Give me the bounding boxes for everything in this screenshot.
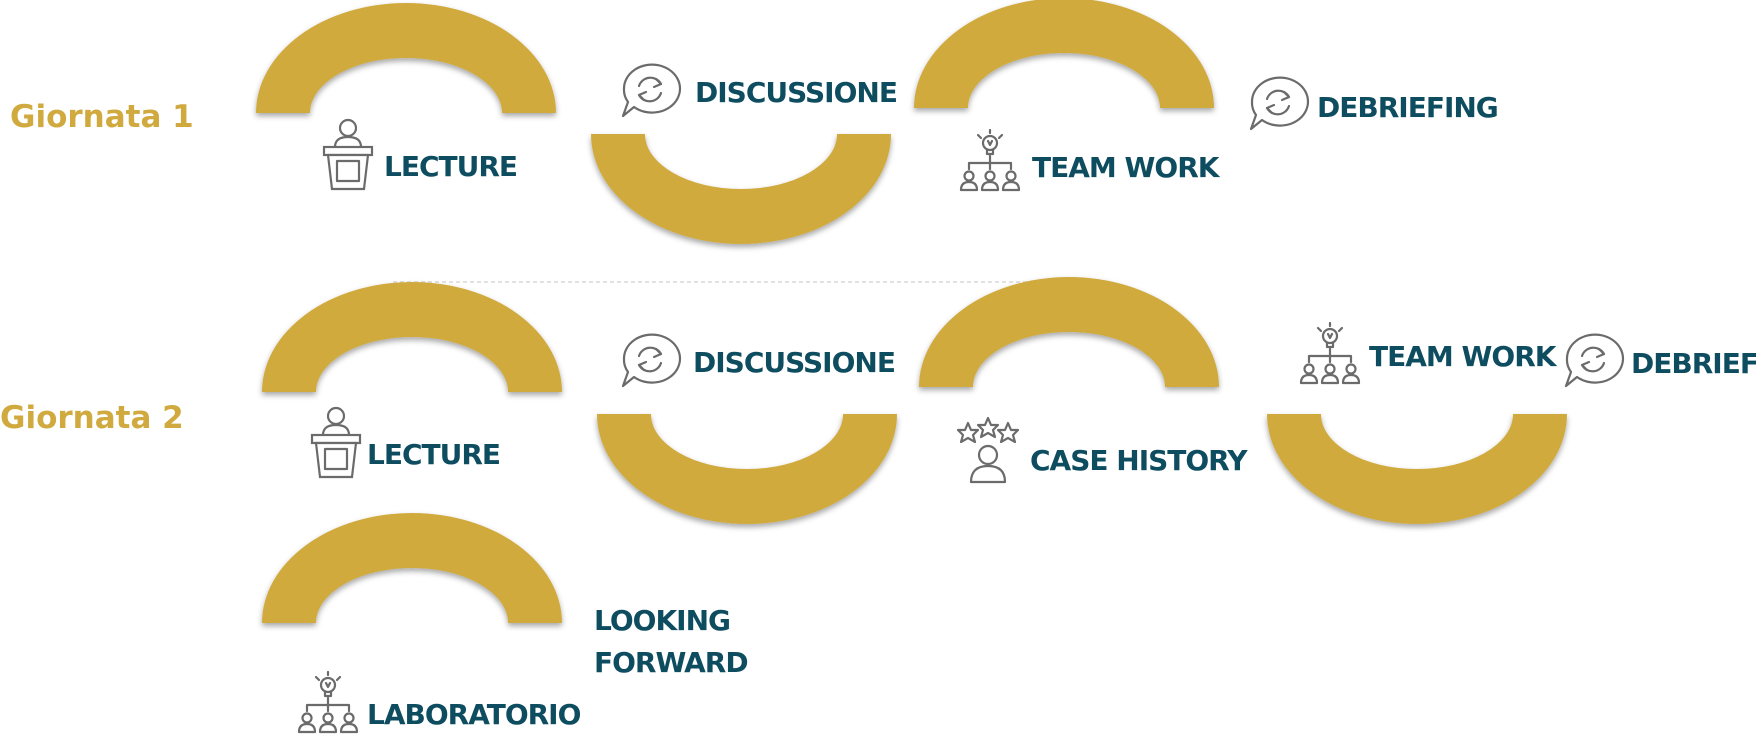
team-idea-icon <box>959 128 1021 192</box>
day1-discussione-label: DISCUSSIONE <box>695 76 897 109</box>
day1-arc-discussione <box>591 134 891 244</box>
day1-step-debriefing: DEBRIEFING <box>1249 76 1499 131</box>
day2-step-debriefing: DEBRIEFING <box>1564 333 1756 388</box>
day2-arc-lecture <box>262 282 562 392</box>
day1-lecture-label: LECTURE <box>384 150 517 183</box>
day1-step-lecture: LECTURE <box>322 118 518 191</box>
day2-laboratorio-label: LABORATORIO <box>367 698 581 731</box>
day1-step-discussione: DISCUSSIONE <box>621 63 898 118</box>
day2-arc-discussione <box>597 414 897 524</box>
day2-lecture-label: LECTURE <box>367 438 500 471</box>
day2-arc-team-work <box>1267 414 1567 524</box>
day-2-label: Giornata 2 <box>0 400 184 436</box>
looking-forward-line-2: FORWARD <box>594 646 748 679</box>
day2-step-case-history: CASE HISTORY <box>956 416 1249 484</box>
chat-refresh-icon <box>621 333 682 388</box>
day2-step-lecture: LECTURE <box>310 406 501 479</box>
day-1-label: Giornata 1 <box>10 99 194 135</box>
team-idea-icon <box>1299 321 1361 385</box>
day2-arc-laboratorio <box>262 513 562 623</box>
day2-team-work-label: TEAM WORK <box>1369 340 1558 373</box>
chat-refresh-icon <box>1564 333 1625 388</box>
chat-refresh-icon <box>1249 76 1310 131</box>
day2-discussione-label: DISCUSSIONE <box>693 346 895 379</box>
team-idea-icon <box>297 670 359 734</box>
day2-step-laboratorio: LABORATORIO <box>297 670 582 734</box>
day1-arc-lecture <box>256 3 556 113</box>
looking-forward-line-1: LOOKING <box>594 604 730 637</box>
chat-refresh-icon <box>621 63 682 118</box>
day1-debriefing-label: DEBRIEFING <box>1317 91 1498 124</box>
star-person-icon <box>956 416 1020 484</box>
day2-arc-case-history <box>919 277 1219 387</box>
day1-team-work-label: TEAM WORK <box>1032 151 1221 184</box>
day2-step-discussione: DISCUSSIONE <box>621 333 896 388</box>
day2-step-team-work: TEAM WORK <box>1299 321 1559 385</box>
podium-speaker-icon <box>322 118 374 191</box>
day2-case-history-label: CASE HISTORY <box>1030 444 1248 477</box>
podium-speaker-icon <box>310 406 362 479</box>
day2-step-looking-forward: LOOKING FORWARD <box>594 604 749 679</box>
day1-step-team-work: TEAM WORK <box>959 128 1222 192</box>
day2-debriefing-label: DEBRIEFING <box>1631 347 1756 380</box>
day1-arc-team-work <box>914 0 1214 108</box>
